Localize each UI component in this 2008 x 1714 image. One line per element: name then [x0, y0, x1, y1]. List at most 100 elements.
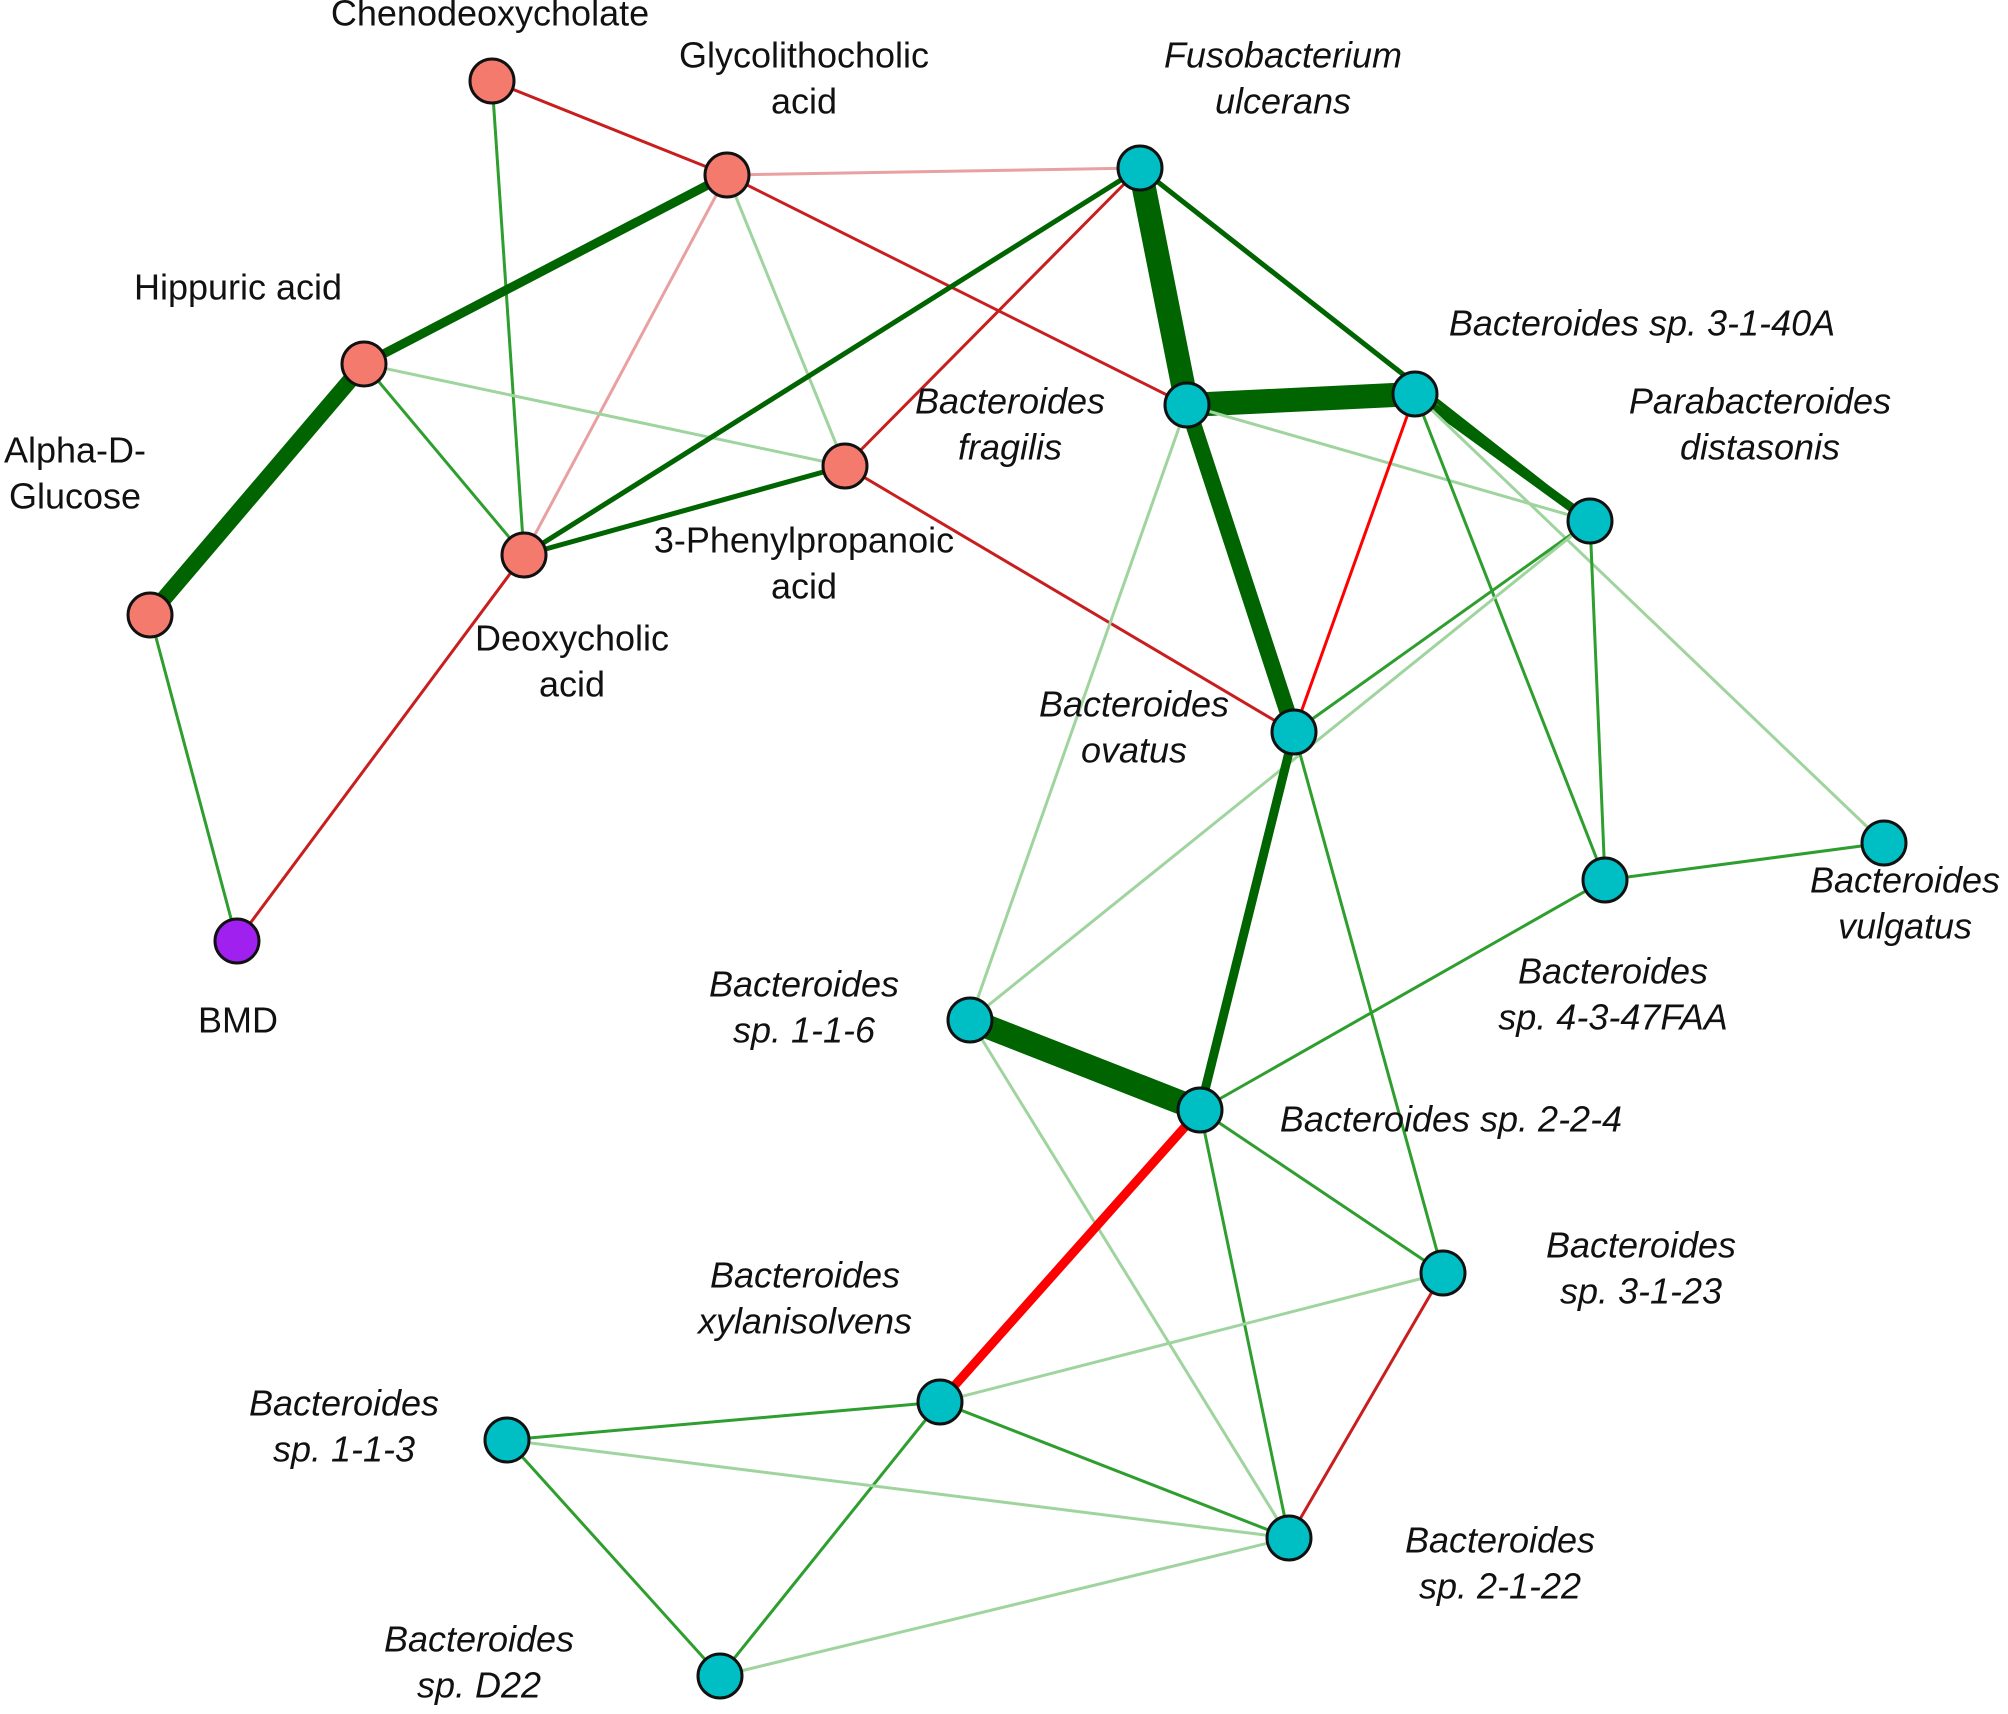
- label-bacteroides-sp-2-1-22: Bacteroides sp. 2-1-22: [1405, 1520, 1595, 1607]
- label-line: acid: [539, 664, 605, 705]
- node-bacteroides-sp-d22[interactable]: [696, 1652, 744, 1700]
- edge-chenodeoxycholate-to-deoxycholic-acid: [490, 80, 526, 556]
- label-line: Bacteroides: [1518, 951, 1708, 992]
- label-line: BMD: [198, 1000, 278, 1041]
- edge-bacteroides-sp-4-3-47faa-to-bacteroides-vulgatus: [1604, 841, 1885, 882]
- label-parabacteroides-distasonis: Parabacteroides distasonis: [1629, 381, 1891, 468]
- label-line: sp. 2-1-22: [1419, 1566, 1581, 1607]
- label-line: Bacteroides: [384, 1619, 574, 1660]
- node-bacteroides-sp-1-1-3[interactable]: [483, 1416, 531, 1464]
- edge-bacteroides-sp-d22-to-bacteroides-sp-2-1-22: [719, 1536, 1290, 1678]
- edge-bacteroides-ovatus-to-bacteroides-sp-3-1-23: [1292, 731, 1445, 1274]
- label-bacteroides-ovatus: Bacteroides ovatus: [1039, 684, 1229, 771]
- label-line: Bacteroides: [1039, 684, 1229, 725]
- node-bacteroides-sp-3-1-40a[interactable]: [1391, 370, 1439, 418]
- label-line: fragilis: [958, 427, 1062, 468]
- label-line: acid: [771, 566, 837, 607]
- label-bacteroides-sp-1-1-6: Bacteroides sp. 1-1-6: [709, 964, 899, 1051]
- label-line: distasonis: [1680, 427, 1840, 468]
- label-chenodeoxycholate: Chenodeoxycholate: [331, 0, 649, 34]
- edge-bacteroides-sp-1-1-3-to-bacteroides-sp-d22: [505, 1438, 722, 1678]
- label-line: Hippuric acid: [134, 267, 342, 308]
- node-fusobacterium-ulcerans[interactable]: [1116, 144, 1164, 192]
- label-line: sp. D22: [417, 1665, 541, 1706]
- node-bacteroides-sp-2-1-22[interactable]: [1265, 1514, 1313, 1562]
- label-line: Fusobacterium: [1164, 35, 1402, 76]
- edge-3-phenylpropanoic-acid-to-fusobacterium-ulcerans: [843, 166, 1142, 468]
- label-line: Bacteroides sp. 2-2-4: [1280, 1099, 1622, 1140]
- edge-bacteroides-sp-3-1-23-to-bacteroides-sp-2-1-22: [1287, 1272, 1445, 1539]
- edge-parabacteroides-distasonis-to-bacteroides-ovatus: [1293, 519, 1591, 734]
- nodes-layer: [126, 57, 1908, 1700]
- edges-layer: [143, 79, 1886, 1678]
- edge-bacteroides-fragilis-to-bacteroides-sp-3-1-40a: [1186, 382, 1416, 417]
- label-bmd: BMD: [198, 1000, 278, 1041]
- edge-bacteroides-sp-1-1-6-to-bacteroides-sp-2-1-22: [968, 1019, 1291, 1539]
- node-deoxycholic-acid[interactable]: [500, 531, 548, 579]
- node-bacteroides-sp-3-1-23[interactable]: [1419, 1249, 1467, 1297]
- edge-bacteroides-sp-3-1-40a-to-bacteroides-vulgatus: [1413, 392, 1886, 845]
- label-line: Bacteroides: [249, 1383, 439, 1424]
- edge-bacteroides-sp-2-2-4-to-bacteroides-xylanisolvens: [936, 1107, 1204, 1405]
- edge-parabacteroides-distasonis-to-bacteroides-sp-4-3-47faa: [1588, 520, 1607, 881]
- label-line: Alpha-D-: [4, 430, 146, 471]
- label-line: Bacteroides: [915, 381, 1105, 422]
- edge-hippuric-acid-to-3-phenylpropanoic-acid: [363, 362, 846, 468]
- node-bmd[interactable]: [213, 917, 261, 965]
- edge-bacteroides-sp-4-3-47faa-to-bacteroides-sp-2-2-4: [1199, 878, 1606, 1112]
- label-fusobacterium-ulcerans: Fusobacterium ulcerans: [1164, 35, 1402, 122]
- edge-glycolithocholic-acid-to-hippuric-acid: [361, 171, 730, 368]
- edge-bacteroides-xylanisolvens-to-bacteroides-sp-d22: [718, 1401, 942, 1677]
- node-chenodeoxycholate[interactable]: [468, 57, 516, 105]
- label-line: Chenodeoxycholate: [331, 0, 649, 34]
- edge-bacteroides-sp-3-1-40a-to-bacteroides-ovatus: [1292, 393, 1417, 733]
- node-bacteroides-sp-2-2-4[interactable]: [1176, 1086, 1224, 1134]
- edge-bacteroides-fragilis-to-bacteroides-sp-1-1-6: [968, 404, 1189, 1021]
- label-line: sp. 1-1-6: [733, 1010, 876, 1051]
- node-bacteroides-ovatus[interactable]: [1270, 708, 1318, 756]
- label-line: Bacteroides: [1546, 1225, 1736, 1266]
- node-alpha-d-glucose[interactable]: [126, 591, 174, 639]
- label-line: Bacteroides: [709, 964, 899, 1005]
- label-line: Parabacteroides: [1629, 381, 1891, 422]
- node-bacteroides-sp-1-1-6[interactable]: [946, 996, 994, 1044]
- label-line: sp. 1-1-3: [273, 1429, 415, 1470]
- edge-glycolithocholic-acid-to-3-phenylpropanoic-acid: [725, 174, 847, 467]
- edge-bacteroides-sp-1-1-6-to-bacteroides-sp-2-2-4: [965, 1008, 1205, 1122]
- edge-bacteroides-xylanisolvens-to-bacteroides-sp-2-1-22: [939, 1400, 1290, 1540]
- label-line: ulcerans: [1215, 81, 1351, 122]
- node-bacteroides-xylanisolvens[interactable]: [916, 1378, 964, 1426]
- node-parabacteroides-distasonis[interactable]: [1566, 497, 1614, 545]
- edge-alpha-d-glucose-to-bmd: [148, 614, 239, 942]
- edge-bacteroides-sp-3-1-40a-to-parabacteroides-distasonis: [1412, 390, 1593, 525]
- node-hippuric-acid[interactable]: [340, 340, 388, 388]
- label-hippuric-acid: Hippuric acid: [134, 267, 342, 308]
- edge-bacteroides-sp-1-1-3-to-bacteroides-sp-2-1-22: [506, 1438, 1290, 1540]
- label-line: Bacteroides: [1810, 860, 2000, 901]
- edge-chenodeoxycholate-to-glycolithocholic-acid: [491, 79, 728, 177]
- node-3-phenylpropanoic-acid[interactable]: [821, 442, 869, 490]
- edge-bacteroides-sp-3-1-23-to-bacteroides-xylanisolvens: [939, 1271, 1444, 1404]
- label-line: Bacteroides: [1405, 1520, 1595, 1561]
- edge-bacteroides-sp-2-2-4-to-bacteroides-sp-3-1-23: [1199, 1108, 1444, 1275]
- edge-glycolithocholic-acid-to-bacteroides-fragilis: [726, 173, 1188, 407]
- edge-3-phenylpropanoic-acid-to-bacteroides-ovatus: [844, 464, 1295, 734]
- label-line: Bacteroides: [710, 1255, 900, 1296]
- label-line: ovatus: [1081, 730, 1187, 771]
- node-bacteroides-vulgatus[interactable]: [1860, 819, 1908, 867]
- label-line: sp. 4-3-47FAA: [1498, 997, 1727, 1038]
- node-glycolithocholic-acid[interactable]: [703, 151, 751, 199]
- label-line: acid: [771, 81, 837, 122]
- label-bacteroides-sp-1-1-3: Bacteroides sp. 1-1-3: [249, 1383, 439, 1470]
- edge-deoxycholic-acid-to-fusobacterium-ulcerans: [522, 165, 1142, 558]
- edge-bacteroides-sp-3-1-40a-to-bacteroides-sp-4-3-47faa: [1413, 393, 1607, 881]
- node-bacteroides-fragilis[interactable]: [1163, 381, 1211, 429]
- label-line: Deoxycholic: [475, 618, 669, 659]
- node-bacteroides-sp-4-3-47faa[interactable]: [1581, 856, 1629, 904]
